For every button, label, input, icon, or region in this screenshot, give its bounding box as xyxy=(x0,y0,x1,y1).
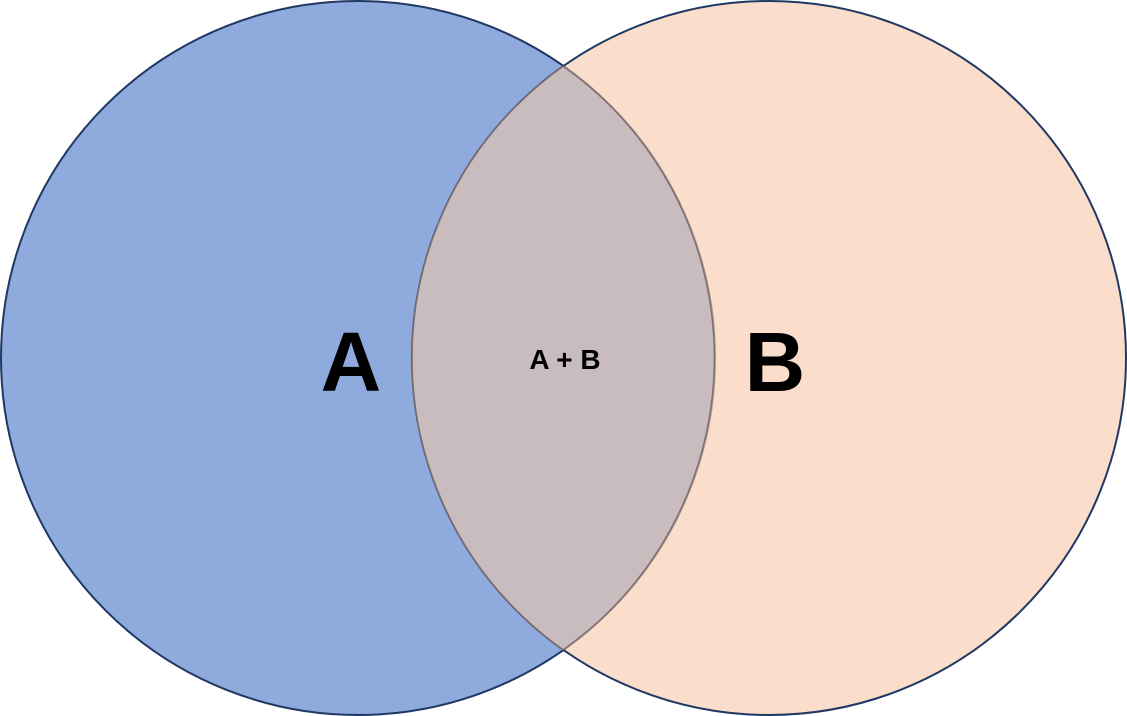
intersection-edge-a xyxy=(563,65,716,651)
set-a-label: A xyxy=(321,315,382,409)
intersection-label: A + B xyxy=(529,344,600,375)
set-b-label: B xyxy=(745,315,806,409)
intersection-region xyxy=(411,1,715,715)
